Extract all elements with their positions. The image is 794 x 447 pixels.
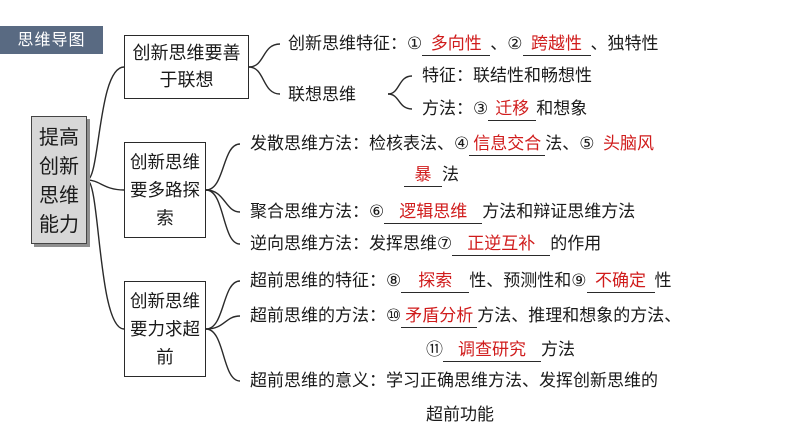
- node-forward-looking: 创新思维要力求超前: [124, 281, 206, 377]
- answer-1: 多向性: [422, 33, 491, 56]
- line-divergent-cont: 暴法: [404, 164, 459, 187]
- line-forward-meaning-cont: 超前功能: [426, 405, 494, 425]
- answer-5: 头脑风: [603, 134, 654, 154]
- line-association-feature: 特征：联结性和畅想性: [422, 66, 592, 86]
- node-association: 创新思维要善于联想: [124, 35, 249, 99]
- answer-7: 正逆互补: [452, 233, 551, 256]
- answer-8: 探索: [401, 270, 470, 293]
- answer-2: 跨越性: [522, 33, 591, 56]
- line-forward-meaning: 超前思维的意义：学习正确思维方法、发挥创新思维的: [250, 371, 658, 391]
- answer-3: 迁移: [488, 98, 537, 121]
- node-multi-path: 创新思维要多路探索: [124, 142, 206, 238]
- answer-9: 不确定: [586, 270, 655, 293]
- answer-11: 调查研究: [443, 339, 541, 362]
- mind-map-tag: 思维导图: [0, 26, 103, 54]
- answer-5-cont: 暴: [404, 164, 442, 187]
- answer-6: 逻辑思维: [384, 201, 483, 224]
- answer-10: 矛盾分析: [401, 305, 478, 328]
- root-node: 提高创新思维能力: [31, 116, 87, 244]
- answer-4: 信息交合: [469, 133, 546, 156]
- line-association-thinking: 联想思维: [288, 85, 356, 105]
